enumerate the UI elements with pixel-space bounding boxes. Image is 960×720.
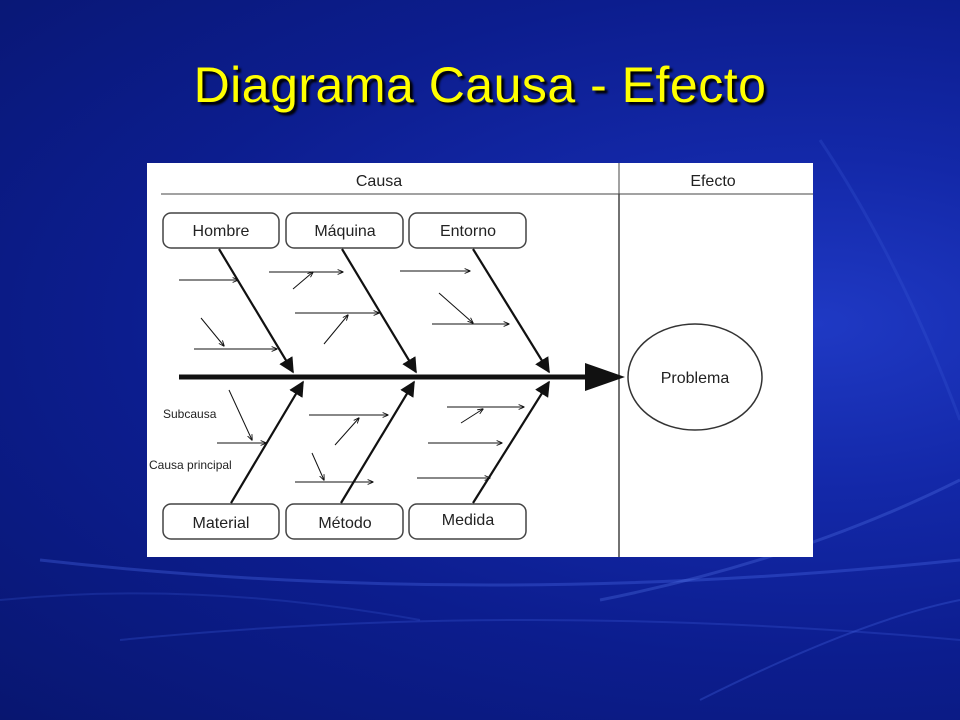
- fishbone-diagram: Causa Efecto Problema Hombre Máquina Ent…: [147, 163, 813, 557]
- subcause-arrow: [323, 315, 348, 345]
- effect-ellipse: [627, 323, 763, 431]
- label-main-cause: Causa principal: [149, 458, 232, 472]
- subcause-arrow: [438, 292, 473, 323]
- bone-medida: [472, 380, 550, 504]
- subcause-arrow: [292, 272, 313, 290]
- subcause-arrow: [334, 418, 359, 446]
- header-cause: Causa: [356, 173, 402, 190]
- cause-box-hombre: Hombre: [162, 212, 280, 249]
- cause-label-medida: Medida: [442, 512, 495, 529]
- bone-maquina: [341, 248, 417, 374]
- cause-box-medida: Medida: [408, 503, 527, 540]
- subcause-arrow: [311, 452, 324, 480]
- subcause-arrow: [228, 389, 252, 440]
- cause-label-hombre: Hombre: [193, 223, 250, 240]
- slide-title: Diagrama Causa - Efecto: [193, 57, 767, 113]
- cause-box-maquina: Máquina: [285, 212, 404, 249]
- cause-label-maquina: Máquina: [314, 223, 375, 240]
- cause-label-entorno: Entorno: [440, 223, 496, 240]
- bone-entorno: [472, 248, 550, 374]
- label-subcause: Subcausa: [163, 407, 217, 421]
- fishbone-svg: Causa Efecto Problema Hombre Máquina Ent…: [149, 163, 813, 557]
- effect-label: Problema: [661, 370, 730, 387]
- cause-box-metodo: Método: [285, 503, 404, 540]
- bone-hombre: [218, 248, 294, 374]
- cause-box-material: Material: [162, 503, 280, 540]
- spine-arrowhead: [585, 363, 625, 391]
- cause-box-entorno: Entorno: [408, 212, 527, 249]
- subcause-arrow: [460, 409, 483, 424]
- subcause-arrow: [200, 317, 224, 346]
- bone-metodo: [340, 380, 415, 504]
- header-effect: Efecto: [690, 173, 735, 190]
- cause-label-material: Material: [193, 515, 250, 532]
- bone-material: [230, 380, 304, 504]
- cause-label-metodo: Método: [318, 515, 371, 532]
